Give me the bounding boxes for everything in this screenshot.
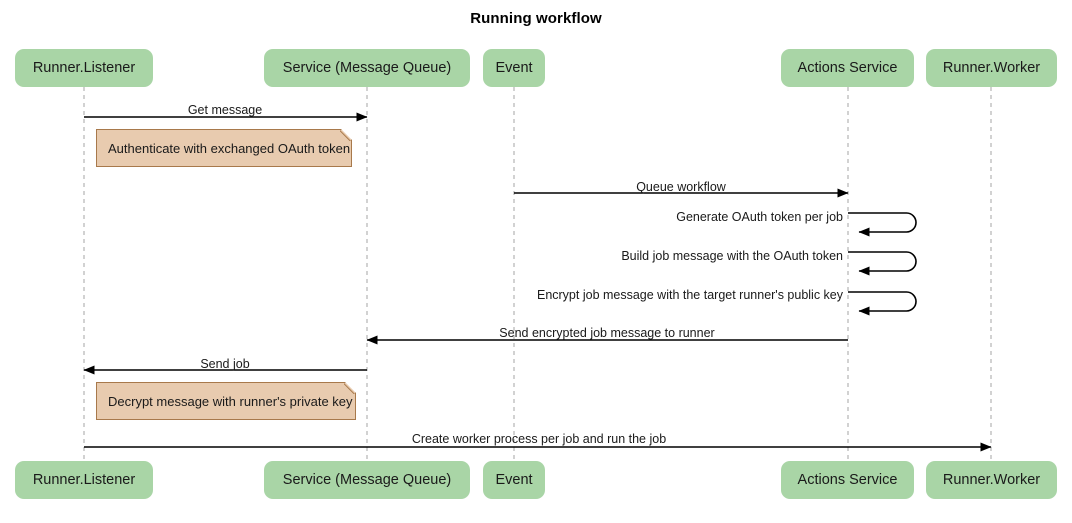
participant-runner-worker-bottom[interactable]: Runner.Worker	[926, 461, 1057, 499]
note-fold-edge-icon	[344, 382, 356, 394]
participant-label: Runner.Listener	[32, 60, 136, 76]
diagram-title: Running workflow	[470, 10, 602, 27]
note-decrypt-message-with-runners-private-key: Decrypt message with runner's private ke…	[96, 382, 356, 420]
participant-runner-worker-top[interactable]: Runner.Worker	[926, 49, 1057, 87]
message-arrow-build-job-message-with-the-oauth-token	[848, 251, 917, 276]
message-arrows-group	[83, 112, 992, 452]
participant-event-top[interactable]: Event	[483, 49, 545, 87]
note-authenticate-with-exchanged-oauth-token: Authenticate with exchanged OAuth token	[96, 129, 352, 167]
message-label-build-job-message-with-the-oauth-token: Build job message with the OAuth token	[621, 249, 843, 263]
note-text: Authenticate with exchanged OAuth token	[108, 140, 351, 156]
participant-label: Runner.Worker	[942, 60, 1041, 76]
note-text: Decrypt message with runner's private ke…	[108, 393, 353, 409]
participant-event-bottom[interactable]: Event	[483, 461, 545, 499]
message-arrow-generate-oauth-token-per-job	[848, 212, 917, 237]
participant-label: Service (Message Queue)	[282, 472, 452, 488]
participant-service-message-queue-top[interactable]: Service (Message Queue)	[264, 49, 470, 87]
participant-label: Actions Service	[797, 60, 898, 76]
note-fold-edge-icon	[340, 129, 352, 141]
message-label-send-job: Send job	[200, 357, 250, 371]
message-label-send-encrypted-job-message-to-runner: Send encrypted job message to runner	[499, 326, 715, 340]
participant-label: Runner.Listener	[32, 472, 136, 488]
participant-actions-service-bottom[interactable]: Actions Service	[781, 461, 914, 499]
message-label-create-worker-process-per-job-and-run-the-job: Create worker process per job and run th…	[411, 432, 667, 446]
participant-label: Event	[495, 472, 533, 488]
participant-runner-listener-top[interactable]: Runner.Listener	[15, 49, 153, 87]
participant-label: Runner.Worker	[942, 472, 1041, 488]
participant-label: Service (Message Queue)	[282, 60, 452, 76]
participant-label: Actions Service	[797, 472, 898, 488]
message-arrow-encrypt-job-message-with-the-target-runners-public-key	[848, 291, 917, 316]
message-label-queue-workflow: Queue workflow	[636, 180, 726, 194]
participant-label: Event	[495, 60, 533, 76]
message-label-get-message: Get message	[187, 103, 263, 117]
message-label-generate-oauth-token-per-job: Generate OAuth token per job	[676, 210, 843, 224]
participant-actions-service-top[interactable]: Actions Service	[781, 49, 914, 87]
message-label-encrypt-job-message-with-the-target-runners-public-key: Encrypt job message with the target runn…	[536, 288, 843, 302]
participant-service-message-queue-bottom[interactable]: Service (Message Queue)	[264, 461, 470, 499]
participant-runner-listener-bottom[interactable]: Runner.Listener	[15, 461, 153, 499]
lifelines-group	[83, 87, 992, 461]
